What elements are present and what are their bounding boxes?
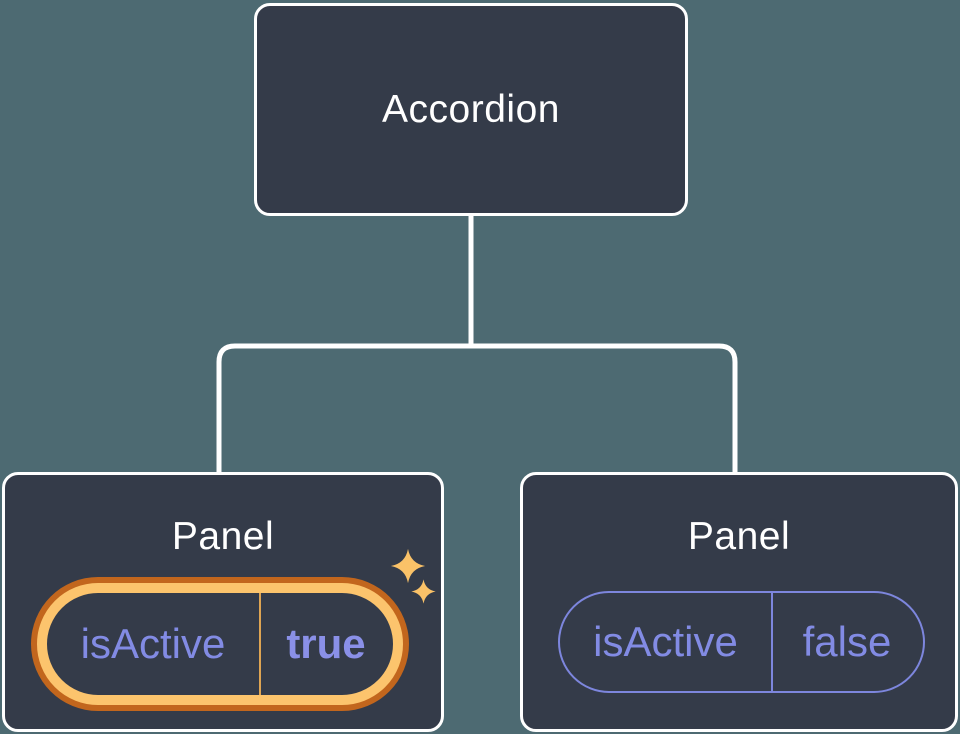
- state-pill-active: isActive true: [37, 583, 403, 705]
- accordion-node-label: Accordion: [382, 87, 560, 131]
- connector-branch: [216, 343, 738, 474]
- sparkle-icon-large: [390, 548, 426, 584]
- state-value-label: true: [286, 620, 366, 667]
- state-key-label: isActive: [593, 618, 738, 665]
- state-pill-inactive: isActive false: [558, 591, 925, 693]
- accordion-node: Accordion: [254, 3, 688, 216]
- panel-node-label: Panel: [687, 515, 791, 558]
- sparkle-icon-small: [411, 579, 436, 604]
- pill-divider: [259, 593, 261, 695]
- panel-node-inactive: Panel isActive false: [520, 472, 958, 732]
- panel-node-label: Panel: [171, 515, 275, 558]
- state-key-label: isActive: [80, 620, 226, 667]
- state-value-label: false: [802, 618, 892, 665]
- panel-node-active: Panel isActive true: [2, 472, 444, 732]
- pill-divider: [771, 593, 773, 691]
